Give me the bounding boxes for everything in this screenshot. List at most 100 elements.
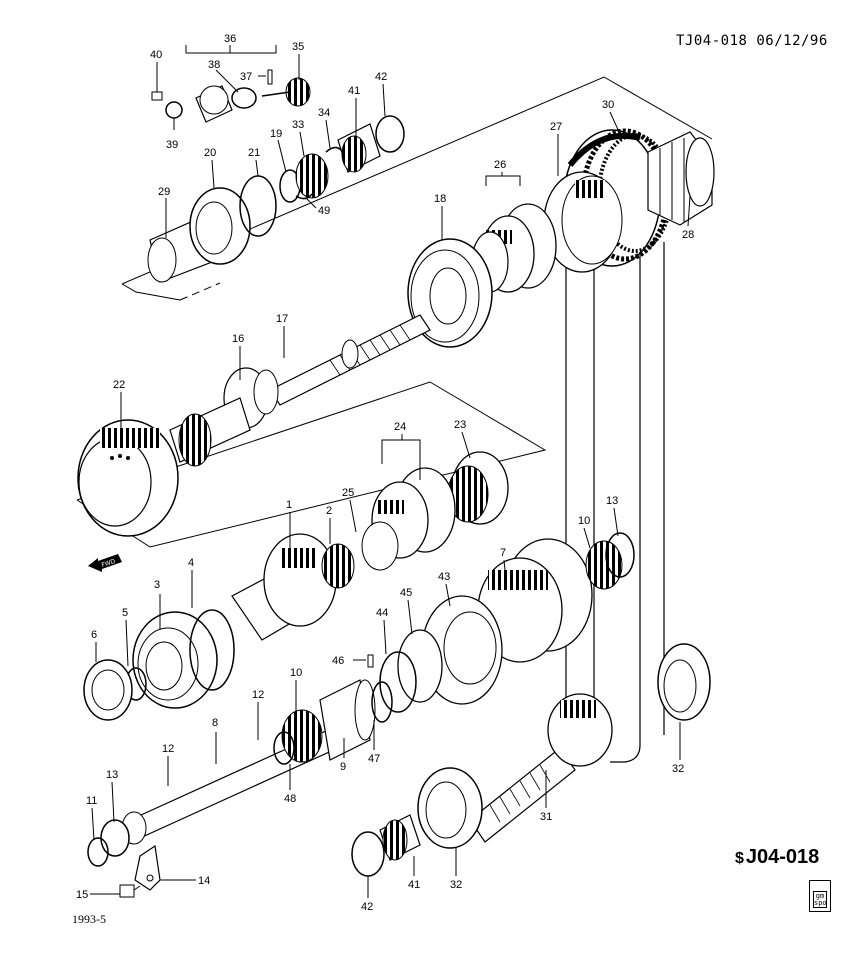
callout-9: 9 bbox=[340, 761, 346, 773]
gear-1 bbox=[231, 533, 355, 641]
callout-44: 44 bbox=[376, 607, 388, 619]
output-gear-28 bbox=[647, 131, 715, 226]
callout-16: 16 bbox=[232, 333, 244, 345]
callout-23: 23 bbox=[454, 419, 466, 431]
callout-labels: 40 39 36 38 37 35 42 41 34 33 19 21 20 2… bbox=[76, 33, 694, 913]
gm-logo-text: gm bbox=[815, 892, 825, 900]
forward-direction-arrow: FWD bbox=[88, 552, 124, 574]
spo-logo-text: spo bbox=[814, 899, 827, 907]
callout-22: 22 bbox=[113, 379, 125, 391]
gm-spo-logo-inner: gm spo bbox=[813, 891, 827, 908]
callout-42-lower: 42 bbox=[361, 901, 373, 913]
output-shaft-31 bbox=[469, 693, 613, 843]
pin-37 bbox=[267, 69, 273, 85]
snap-ring-4 bbox=[189, 609, 235, 691]
callout-5: 5 bbox=[122, 607, 128, 619]
ring-13-upper bbox=[605, 532, 635, 578]
needle-bearing-10-lower bbox=[281, 709, 323, 763]
callout-29: 29 bbox=[158, 186, 170, 198]
mainshaft bbox=[269, 314, 431, 406]
bolt-15 bbox=[119, 884, 141, 898]
callout-43: 43 bbox=[438, 571, 450, 583]
callout-46: 46 bbox=[332, 655, 344, 667]
callout-32-upper: 32 bbox=[672, 763, 684, 775]
needle-bearing-23 bbox=[447, 451, 509, 525]
callout-10-lower: 10 bbox=[290, 667, 302, 679]
callout-27: 27 bbox=[550, 121, 562, 133]
callout-49: 49 bbox=[318, 205, 330, 217]
bearing-3 bbox=[132, 611, 218, 709]
seal-42-upper bbox=[375, 115, 405, 153]
gm-spo-logo: gm spo bbox=[809, 880, 831, 912]
callout-8: 8 bbox=[212, 717, 218, 729]
callout-47: 47 bbox=[368, 753, 380, 765]
callout-4: 4 bbox=[188, 557, 194, 569]
synchronizer-24 bbox=[361, 467, 456, 571]
clip-49 bbox=[295, 193, 313, 200]
figure-reference-code: J04-018 bbox=[745, 846, 820, 868]
seal-6 bbox=[83, 659, 133, 721]
bearing-32-upper bbox=[657, 643, 711, 721]
figure-reference: $J04-018 bbox=[735, 846, 819, 869]
input-gear-22 bbox=[77, 397, 251, 537]
gear-33 bbox=[295, 153, 329, 199]
callout-14: 14 bbox=[198, 875, 210, 887]
callout-30: 30 bbox=[602, 99, 614, 111]
washer-45 bbox=[397, 629, 443, 703]
callout-10-upper: 10 bbox=[578, 515, 590, 527]
pin-46 bbox=[367, 654, 374, 668]
callout-37: 37 bbox=[240, 71, 252, 83]
countershaft-8 bbox=[121, 719, 361, 845]
callout-28: 28 bbox=[682, 229, 694, 241]
reference-symbol: $ bbox=[735, 850, 744, 867]
callout-12-lower: 12 bbox=[162, 743, 174, 755]
needle-bearing-41-upper bbox=[337, 123, 381, 173]
callout-45: 45 bbox=[400, 587, 412, 599]
callout-34: 34 bbox=[318, 107, 330, 119]
callout-25: 25 bbox=[342, 487, 354, 499]
callout-6: 6 bbox=[91, 629, 97, 641]
sleeve-36 bbox=[195, 85, 233, 123]
bearing-18 bbox=[407, 238, 493, 348]
callout-41-lower: 41 bbox=[408, 879, 420, 891]
callout-17: 17 bbox=[276, 313, 288, 325]
plate-14 bbox=[134, 844, 161, 891]
seal-42-lower bbox=[351, 831, 385, 877]
callout-19: 19 bbox=[270, 128, 282, 140]
ring-11 bbox=[87, 837, 109, 867]
callout-1: 1 bbox=[286, 499, 292, 511]
callout-7: 7 bbox=[500, 547, 506, 559]
ring-47 bbox=[371, 681, 393, 723]
callout-24: 24 bbox=[394, 421, 406, 433]
callout-13-lower: 13 bbox=[106, 769, 118, 781]
fwd-label: FWD bbox=[101, 558, 117, 569]
needle-bearing-10-upper bbox=[585, 540, 623, 590]
ring-13-lower bbox=[100, 819, 130, 857]
needle-bearing-41-lower bbox=[379, 814, 421, 861]
washer-39 bbox=[165, 101, 183, 119]
callout-48: 48 bbox=[284, 793, 296, 805]
callout-35: 35 bbox=[292, 41, 304, 53]
callout-33: 33 bbox=[292, 119, 304, 131]
callout-39: 39 bbox=[166, 139, 178, 151]
callout-18: 18 bbox=[434, 193, 446, 205]
o-ring-38 bbox=[231, 87, 257, 109]
bearing-20 bbox=[189, 187, 251, 265]
spacer-9 bbox=[319, 679, 376, 761]
leader-lines bbox=[90, 45, 691, 898]
callout-21: 21 bbox=[248, 147, 260, 159]
callout-36: 36 bbox=[224, 33, 236, 45]
footer-note: 1993-5 bbox=[72, 912, 106, 926]
callout-32-lower: 32 bbox=[450, 879, 462, 891]
callout-12-upper: 12 bbox=[252, 689, 264, 701]
callout-41-upper: 41 bbox=[348, 85, 360, 97]
callout-38: 38 bbox=[208, 59, 220, 71]
callout-13-upper: 13 bbox=[606, 495, 618, 507]
callout-26: 26 bbox=[494, 159, 506, 171]
callout-42-upper: 42 bbox=[375, 71, 387, 83]
document-code: TJ04-018 06/12/96 bbox=[676, 33, 828, 49]
callout-11: 11 bbox=[86, 795, 97, 807]
callout-20: 20 bbox=[204, 147, 216, 159]
upper-assembly-box bbox=[121, 76, 713, 301]
